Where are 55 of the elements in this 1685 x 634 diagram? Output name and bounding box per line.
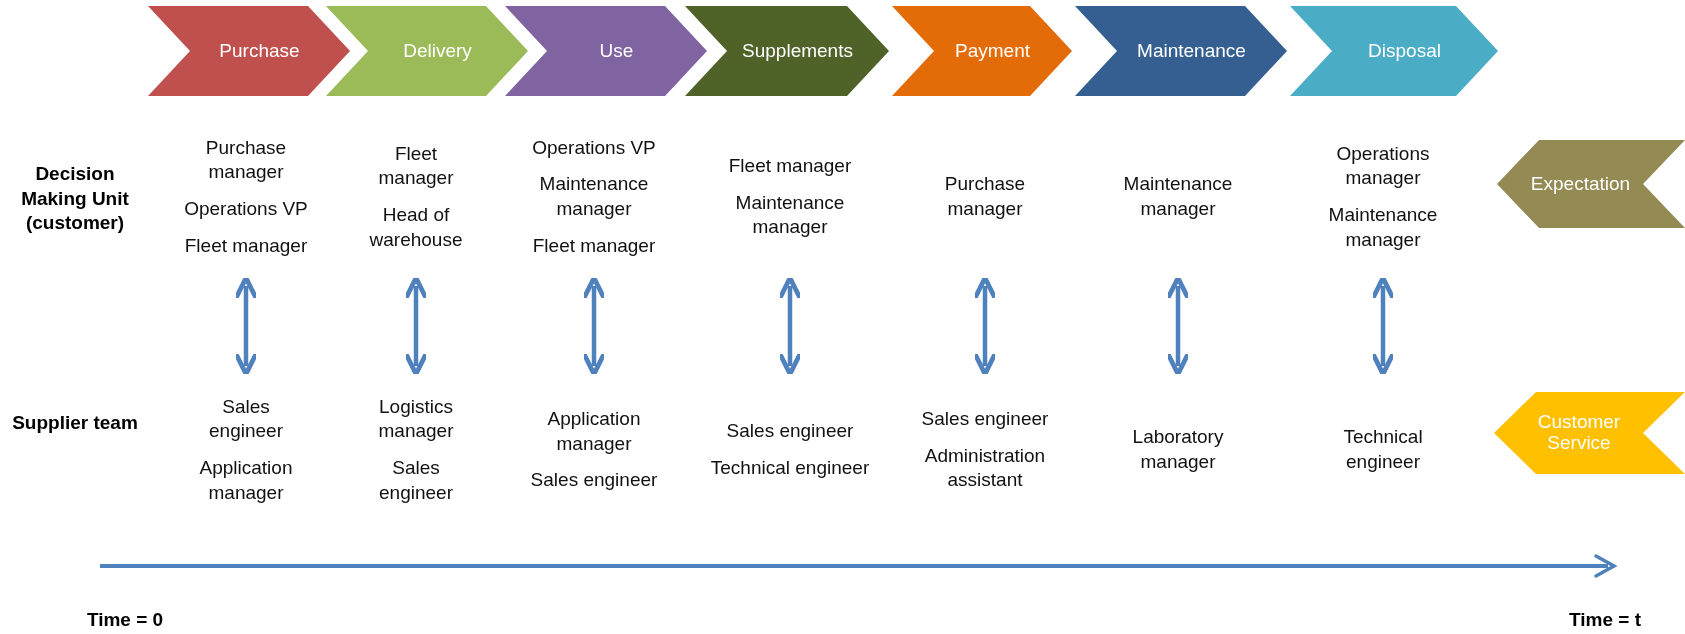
row-heading: Supplier team (11, 411, 139, 435)
role-label: Technical engineer (1342, 425, 1424, 474)
role-label: Maintenance manager (538, 172, 650, 221)
stage-label: Maintenance (1136, 40, 1246, 62)
stage-label: Customer Service (1536, 412, 1622, 454)
side-tag (1494, 392, 1685, 474)
stage-label: Use (598, 40, 634, 62)
time-label: Time = 0 (85, 608, 165, 632)
role-label: Sales engineer (726, 419, 854, 444)
role-label: Sales engineer (378, 456, 454, 505)
role-label: Technical engineer (710, 456, 870, 480)
stage-label: Delivery (402, 40, 472, 62)
role-label: Head of warehouse (368, 203, 464, 252)
role-label: Laboratory manager (1131, 425, 1225, 474)
double-arrow (972, 275, 998, 377)
role-label: Purchase manager (943, 172, 1027, 221)
stage-label: Disposal (1367, 40, 1441, 62)
process-step (1290, 6, 1498, 96)
role-label: Fleet manager (184, 233, 308, 258)
process-step (685, 6, 889, 96)
role-label: Sales engineer (530, 468, 658, 493)
process-step (892, 6, 1072, 96)
side-tag (1497, 140, 1685, 228)
role-label: Fleet manager (377, 141, 455, 191)
process-step (1075, 6, 1287, 96)
double-arrow (777, 275, 803, 377)
role-label: Fleet manager (532, 233, 656, 258)
role-label: Sales engineer (921, 406, 1049, 431)
role-label: Operations VP (532, 135, 656, 160)
process-step (326, 6, 528, 96)
role-label: Purchase manager (204, 135, 288, 185)
role-label: Administration assistant (923, 443, 1047, 493)
process-step (505, 6, 707, 96)
role-label: Maintenance manager (1327, 203, 1439, 252)
double-arrow (233, 275, 259, 377)
stage-label: Expectation (1530, 173, 1632, 195)
row-heading: Decision Making Unit (customer) (20, 162, 130, 236)
stage-label: Supplements (741, 40, 853, 62)
role-label: Logistics manager (377, 394, 455, 444)
double-arrow (581, 275, 607, 377)
stage-label: Payment (954, 40, 1030, 62)
role-label: Fleet manager (728, 153, 852, 178)
stage-label: Purchase (218, 40, 300, 62)
double-arrow (1370, 275, 1396, 377)
role-label: Maintenance manager (734, 190, 846, 240)
role-label: Sales engineer (208, 394, 284, 444)
role-label: Maintenance manager (1122, 172, 1234, 221)
role-label: Operations manager (1335, 141, 1431, 191)
double-arrow (403, 275, 429, 377)
double-arrow (1165, 275, 1191, 377)
role-label: Operations VP (184, 197, 308, 221)
role-label: Application manager (198, 456, 294, 505)
role-label: Application manager (546, 406, 642, 456)
process-step (148, 6, 350, 96)
time-label: Time = t (1568, 608, 1642, 632)
